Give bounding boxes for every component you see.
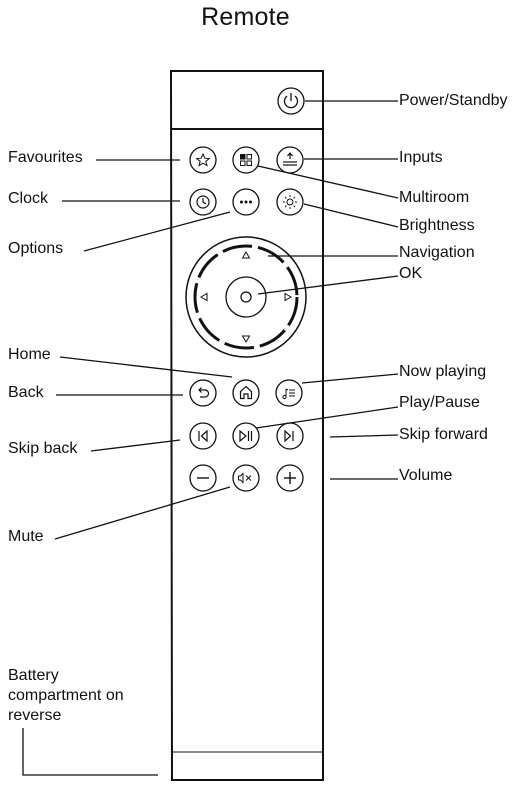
label-home: Home (8, 346, 51, 363)
label-favourites: Favourites (8, 149, 83, 166)
label-now-playing: Now playing (399, 363, 487, 380)
leader-battery (22, 728, 158, 776)
leader-ok (257, 275, 399, 295)
triangle-right-icon[interactable] (284, 292, 292, 302)
triangle-left-icon[interactable] (200, 292, 208, 302)
back-button[interactable] (189, 379, 217, 407)
grid-icon (240, 154, 252, 166)
label-brightness: Brightness (399, 217, 475, 234)
clock-button[interactable] (189, 188, 217, 216)
ellipsis-icon (240, 200, 252, 204)
triangle-up-icon[interactable] (241, 251, 251, 259)
label-skip-forward: Skip forward (399, 426, 488, 443)
label-volume: Volume (399, 467, 453, 484)
leader-play-pause (255, 406, 399, 429)
leader-skip-forward (329, 434, 399, 438)
leader-brightness (303, 203, 399, 228)
brightness-button[interactable] (276, 188, 304, 216)
navigation-pad[interactable] (185, 236, 307, 358)
leader-skip-back (90, 439, 181, 452)
label-power-standby: Power/Standby (399, 92, 508, 109)
skip-forward-button[interactable] (276, 422, 304, 450)
play-pause-icon (239, 429, 253, 443)
favourites-button[interactable] (189, 146, 217, 174)
multiroom-button[interactable] (232, 146, 260, 174)
label-skip-back: Skip back (8, 440, 78, 457)
circle-icon (240, 291, 252, 303)
skip-forward-icon (284, 429, 294, 443)
sun-icon (283, 195, 297, 209)
leader-home (59, 356, 233, 378)
skip-back-button[interactable] (189, 422, 217, 450)
label-ok: OK (399, 265, 423, 282)
leader-mute (54, 486, 231, 540)
label-mute: Mute (8, 528, 44, 545)
power-icon (283, 93, 299, 109)
skip-back-icon (198, 429, 208, 443)
inputs-icon (283, 152, 297, 166)
volume-up-button[interactable] (276, 464, 304, 492)
remote-body (169, 70, 324, 781)
label-options: Options (8, 240, 64, 257)
triangle-down-icon[interactable] (241, 335, 251, 343)
plus-icon (284, 472, 296, 484)
page-title: Remote (201, 3, 290, 31)
now-playing-button[interactable] (275, 379, 303, 407)
label-multiroom: Multiroom (399, 189, 470, 206)
mute-button[interactable] (232, 464, 260, 492)
ok-button[interactable] (225, 276, 267, 318)
leader-now-playing (301, 373, 399, 384)
label-back: Back (8, 384, 44, 401)
mute-icon (238, 472, 252, 484)
leader-lines (22, 100, 399, 776)
play-pause-button[interactable] (232, 422, 260, 450)
home-icon (239, 385, 253, 400)
clock-icon (196, 195, 210, 209)
home-button[interactable] (232, 379, 260, 407)
label-inputs: Inputs (399, 149, 443, 166)
leader-options (83, 211, 231, 252)
label-navigation: Navigation (399, 244, 475, 261)
star-icon (195, 152, 211, 167)
power-button[interactable] (277, 87, 305, 115)
volume-down-button[interactable] (189, 464, 217, 492)
options-button[interactable] (232, 188, 260, 216)
label-clock: Clock (8, 190, 49, 207)
inputs-button[interactable] (276, 146, 304, 174)
label-battery-compartment: Battery compartment on reverse (8, 667, 124, 724)
back-arrow-icon (198, 387, 210, 398)
music-list-icon (282, 388, 295, 400)
label-play-pause: Play/Pause (399, 394, 480, 411)
leader-multiroom (257, 165, 399, 199)
